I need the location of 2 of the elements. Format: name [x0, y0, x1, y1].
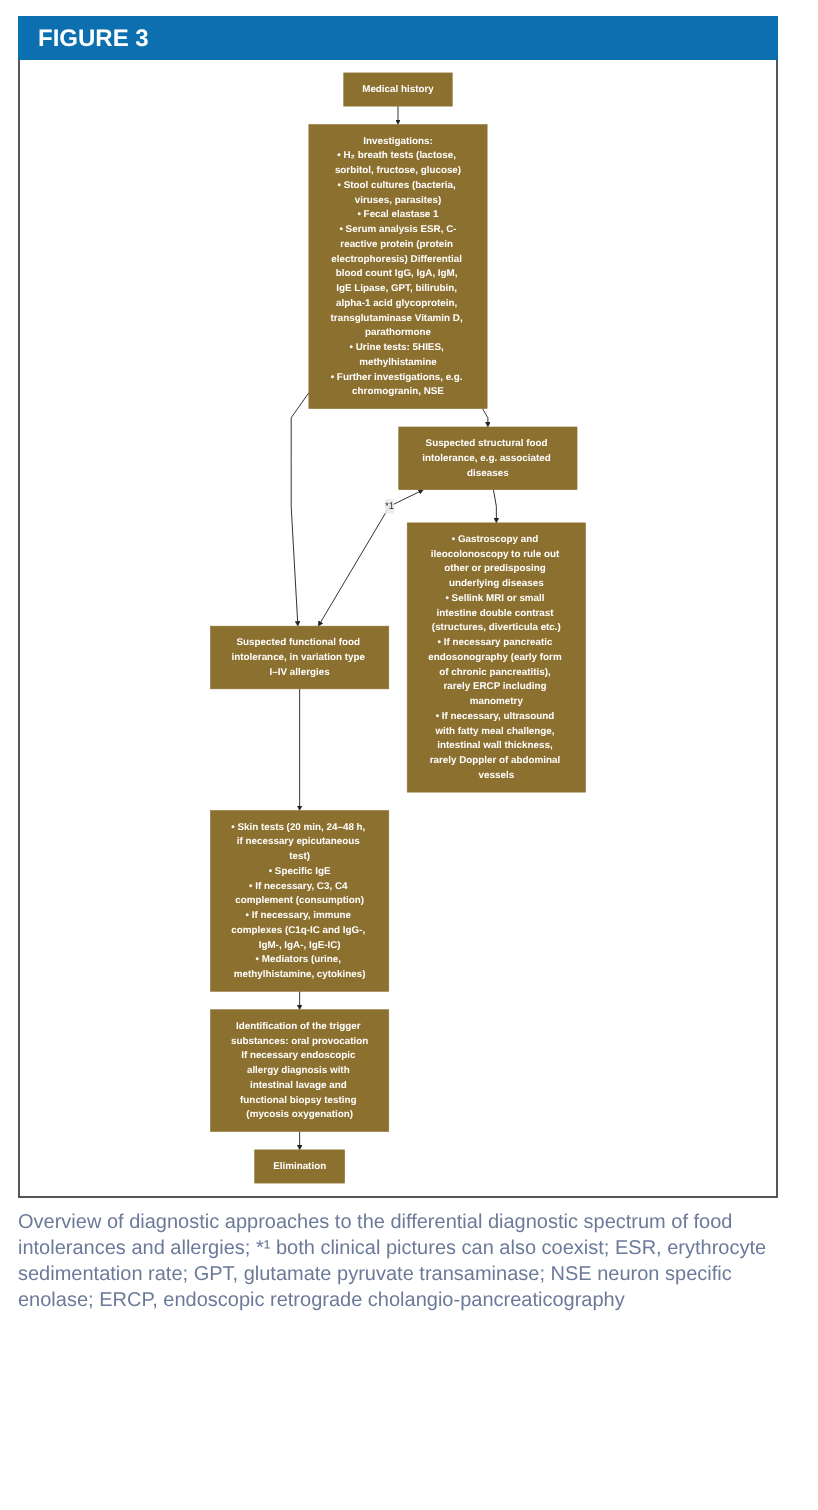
figure-title: FIGURE 3 [18, 16, 778, 60]
caption: Overview of diagnostic approaches to the differential diagnostic spectrum of food intolerances and allergies; *¹ both clinical pictures can also coexist; ESR, erythrocyte sedimentation rate; GPT, glutamate pyruvate transaminase; NSE neuron specific enolase; ERCP, endoscopic retrograde cholangio-pancreaticography [18, 1210, 769, 1314]
